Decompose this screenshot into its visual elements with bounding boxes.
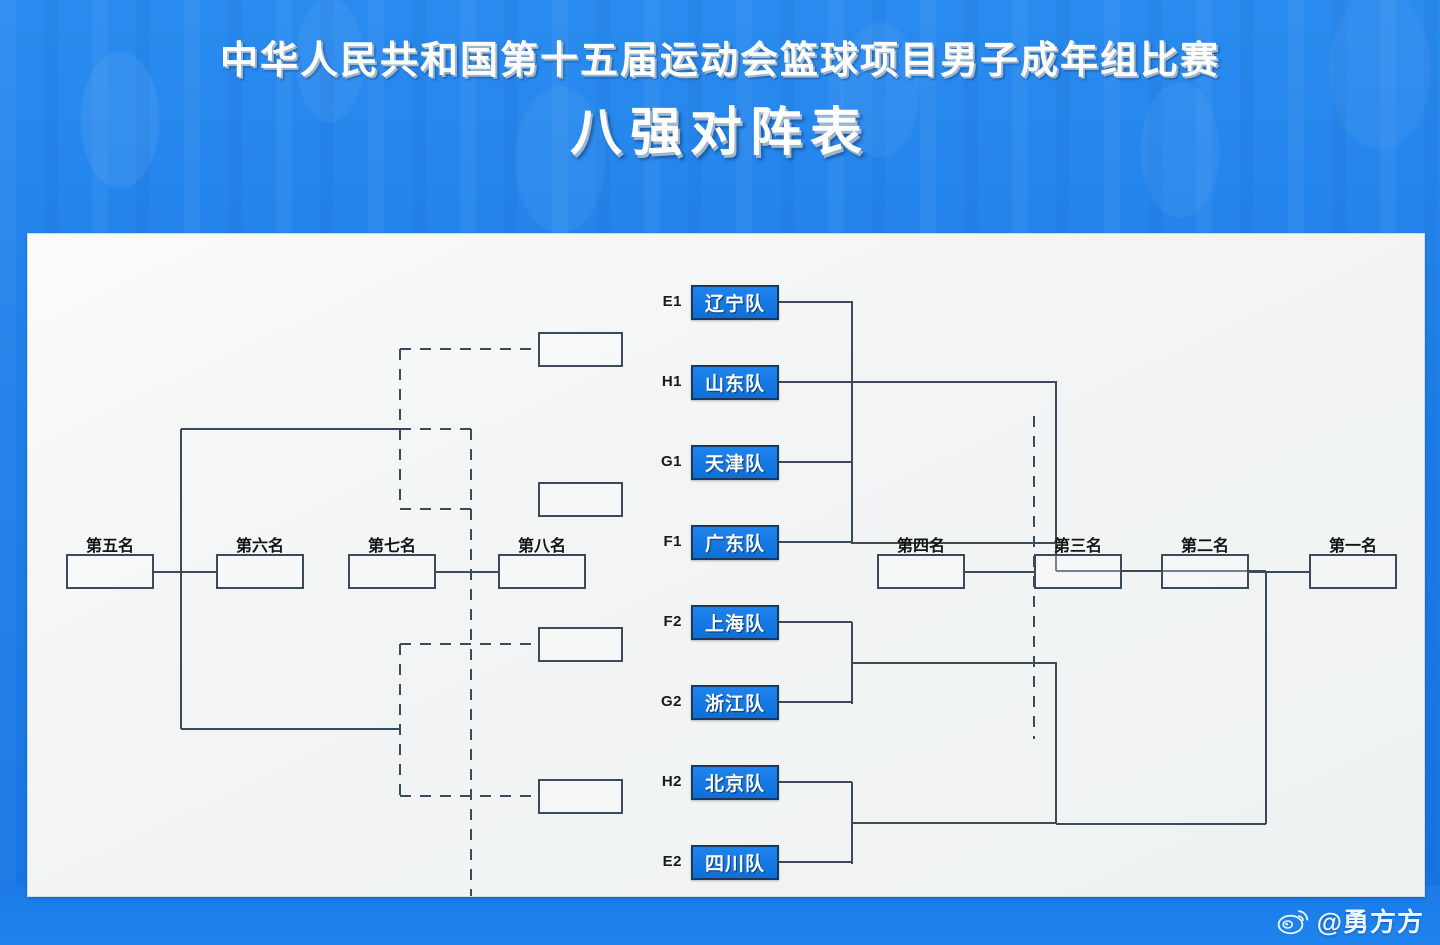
watermark: @勇方方 [1277, 902, 1424, 939]
consolation-slot-lower-2[interactable] [538, 779, 623, 814]
rank-slot-fourth[interactable] [877, 554, 965, 589]
rank-label-third: 第三名 [1053, 538, 1102, 555]
team-box-tianjin[interactable]: 天津队 [691, 445, 779, 480]
rank-label-eighth: 第八名 [517, 538, 566, 555]
consolation-slot-upper-1[interactable] [538, 332, 623, 367]
weibo-icon [1277, 909, 1308, 934]
team-box-zhejiang[interactable]: 浙江队 [691, 685, 779, 720]
consolation-slot-lower-1[interactable] [538, 627, 623, 662]
rank-slot-eighth[interactable] [498, 554, 586, 589]
consolation-slot-upper-2[interactable] [538, 482, 623, 517]
team-name-tianjin: 天津队 [704, 454, 765, 475]
seed-code-g1: G1 [660, 453, 682, 470]
team-name-shanghai: 上海队 [704, 614, 765, 635]
team-name-shandong: 山东队 [704, 374, 765, 395]
title-block: 中华人民共和国第十五届运动会篮球项目男子成年组比赛 八强对阵表 [0, 38, 1440, 164]
bracket-connector-lines [154, 300, 1309, 896]
team-box-liaoning[interactable]: 辽宁队 [691, 285, 779, 320]
team-box-beijing[interactable]: 北京队 [691, 765, 779, 800]
team-box-shanghai[interactable]: 上海队 [691, 605, 779, 640]
rank-slot-fifth[interactable] [66, 554, 154, 589]
rank-slot-third[interactable] [1034, 554, 1122, 589]
page-title: 中华人民共和国第十五届运动会篮球项目男子成年组比赛 [219, 40, 1220, 82]
rank-slot-sixth[interactable] [216, 554, 304, 589]
watermark-handle: @勇方方 [1316, 907, 1424, 937]
seed-code-f2: F2 [663, 613, 682, 630]
seed-code-f1: F1 [663, 533, 682, 550]
seed-code-e2: E2 [662, 853, 682, 870]
seed-code-h1: H1 [661, 373, 682, 390]
seed-code-h2: H2 [661, 773, 682, 790]
seed-code-e1: E1 [662, 293, 682, 310]
team-name-liaoning: 辽宁队 [704, 294, 765, 315]
team-box-guangdong[interactable]: 广东队 [691, 525, 779, 560]
rank-slot-second[interactable] [1161, 554, 1249, 589]
page-subtitle: 八强对阵表 [569, 103, 870, 162]
rank-slot-seventh[interactable] [348, 554, 436, 589]
rank-slot-first[interactable] [1309, 554, 1397, 589]
rank-label-first: 第一名 [1328, 538, 1377, 555]
team-box-shandong[interactable]: 山东队 [691, 365, 779, 400]
bracket-panel: 第五名 第六名 第七名 第八名 第四名 第三名 第二名 第一名 E1 辽宁队 H… [27, 233, 1425, 897]
rank-label-seventh: 第七名 [367, 538, 416, 555]
rank-label-second: 第二名 [1180, 538, 1229, 555]
team-name-zhejiang: 浙江队 [704, 694, 765, 715]
rank-label-fourth: 第四名 [896, 538, 945, 555]
team-name-guangdong: 广东队 [704, 534, 765, 555]
team-box-sichuan[interactable]: 四川队 [691, 845, 779, 880]
team-name-beijing: 北京队 [704, 774, 765, 795]
rank-label-sixth: 第六名 [235, 538, 284, 555]
seed-code-g2: G2 [660, 693, 682, 710]
team-name-sichuan: 四川队 [704, 854, 765, 875]
rank-label-fifth: 第五名 [85, 538, 134, 555]
